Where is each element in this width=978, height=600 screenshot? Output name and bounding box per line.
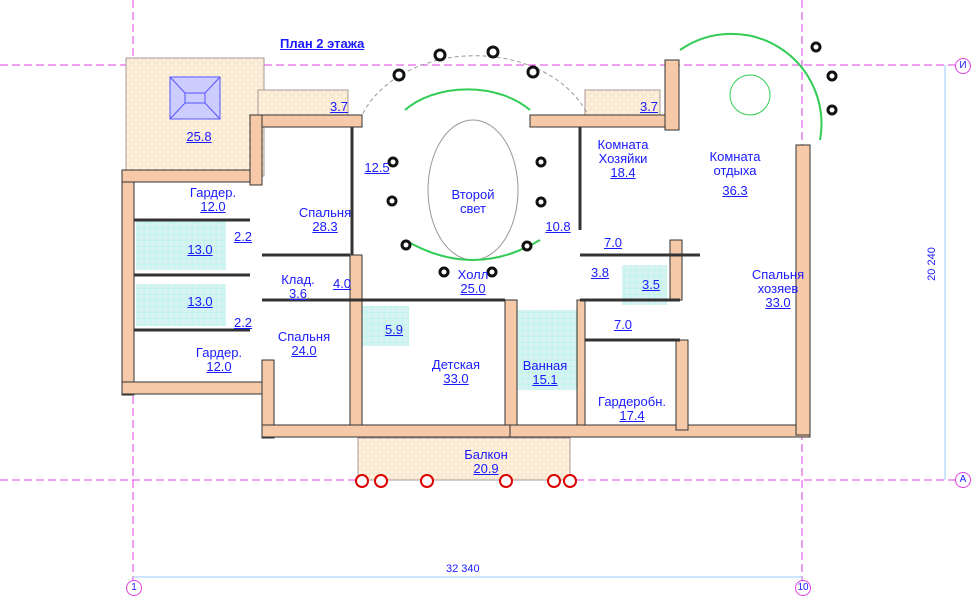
depth-dimension: 20 240 bbox=[925, 247, 938, 281]
room-area: 3.7 bbox=[329, 99, 349, 114]
room-label: 12.5 bbox=[364, 161, 389, 175]
room-name: Гардеробн. bbox=[598, 394, 666, 409]
axis-marker-right: 10 bbox=[795, 580, 811, 596]
room-label: 10.8 bbox=[545, 220, 570, 234]
plan-title: План 2 этажа bbox=[280, 36, 365, 51]
room-label: 3.7 bbox=[640, 100, 658, 114]
room-name: Клад. bbox=[281, 272, 315, 287]
room-label: Гардер.12.0 bbox=[190, 186, 236, 214]
room-area: 12.0 bbox=[206, 359, 232, 374]
room-area: 20.9 bbox=[473, 461, 499, 476]
width-dimension: 32 340 bbox=[446, 563, 480, 575]
skylight-icon bbox=[169, 76, 221, 120]
room-label: 3.5 bbox=[642, 278, 660, 292]
room-name: Гардер. bbox=[195, 345, 243, 360]
room-name: Гардер. bbox=[189, 185, 237, 200]
room-label: Гардер.12.0 bbox=[196, 346, 242, 374]
balcony bbox=[357, 437, 571, 481]
room-area: 33.0 bbox=[765, 295, 791, 310]
room-area: 17.4 bbox=[619, 408, 645, 423]
room-label: 2.2 bbox=[234, 230, 252, 244]
room-label: 2.2 bbox=[234, 316, 252, 330]
room-area: 3.6 bbox=[288, 286, 308, 301]
room-label: 3.7 bbox=[330, 100, 348, 114]
room-area: 10.8 bbox=[545, 219, 571, 234]
room-area: 2.2 bbox=[233, 315, 253, 330]
room-area: 3.8 bbox=[590, 265, 610, 280]
room-area: 13.0 bbox=[187, 294, 213, 309]
room-label: 13.0 bbox=[187, 295, 212, 309]
room-name: Комната отдыха bbox=[709, 149, 761, 178]
columns bbox=[386, 41, 838, 278]
terrace-small-left bbox=[257, 89, 349, 119]
room-area: 15.1 bbox=[532, 372, 558, 387]
walls bbox=[121, 59, 811, 439]
room-area: 2.2 bbox=[233, 229, 253, 244]
room-name: Ванная bbox=[522, 358, 568, 373]
room-label: 7.0 bbox=[604, 236, 622, 250]
room-area: 4.0 bbox=[332, 276, 352, 291]
room-area: 7.0 bbox=[613, 317, 633, 332]
room-area: 24.0 bbox=[291, 343, 317, 358]
room-name: Холл bbox=[457, 267, 489, 282]
room-label: Второй свет bbox=[443, 188, 503, 216]
room-label: 13.0 bbox=[187, 243, 212, 257]
room-area: 13.0 bbox=[187, 242, 213, 257]
room-area: 36.3 bbox=[722, 183, 748, 198]
room-name: Спальня хозяев bbox=[751, 267, 805, 296]
room-area: 25.0 bbox=[460, 281, 486, 296]
room-area: 28.3 bbox=[312, 219, 338, 234]
bathroom-13-upper bbox=[136, 220, 226, 270]
room-label: 4.0 bbox=[333, 277, 351, 291]
room-area: 3.7 bbox=[639, 99, 659, 114]
bathroom-13-lower bbox=[136, 284, 226, 326]
interior-walls bbox=[134, 127, 700, 342]
room-name: Балкон bbox=[464, 447, 508, 462]
room-label: Гардеробн.17.4 bbox=[598, 395, 666, 423]
room-name: Спальня bbox=[277, 329, 331, 344]
room-area: 5.9 bbox=[384, 322, 404, 337]
room-name: Спальня bbox=[298, 205, 352, 220]
room-area: 18.4 bbox=[610, 165, 636, 180]
terrace-small-right bbox=[584, 89, 661, 119]
axis-marker-bottom: А bbox=[955, 472, 971, 488]
room-name: Второй свет bbox=[451, 187, 495, 216]
bathroom-5-9 bbox=[357, 306, 409, 346]
room-label: 5.9 bbox=[385, 323, 403, 337]
balcony-columns bbox=[355, 474, 577, 488]
room-label: 3.8 bbox=[591, 266, 609, 280]
axis-marker-top: И bbox=[955, 58, 971, 74]
axis-marker-left: 1 bbox=[126, 580, 142, 596]
room-label: 25.8 bbox=[186, 130, 211, 144]
room-area: 25.8 bbox=[186, 129, 212, 144]
room-name: Детская bbox=[431, 357, 481, 372]
room-area: 7.0 bbox=[603, 235, 623, 250]
room-name: Комната Хозяйки bbox=[597, 137, 649, 166]
room-label: Комната отдыха 36.3 bbox=[700, 150, 770, 198]
room-area: 12.5 bbox=[364, 160, 390, 175]
room-label: 7.0 bbox=[614, 318, 632, 332]
bathroom-15-1 bbox=[515, 310, 577, 390]
room-area: 3.5 bbox=[641, 277, 661, 292]
bathroom-3-5 bbox=[622, 265, 667, 305]
room-area: 12.0 bbox=[200, 199, 226, 214]
room-label: Клад.3.6 bbox=[281, 273, 315, 301]
room-area: 33.0 bbox=[443, 371, 469, 386]
